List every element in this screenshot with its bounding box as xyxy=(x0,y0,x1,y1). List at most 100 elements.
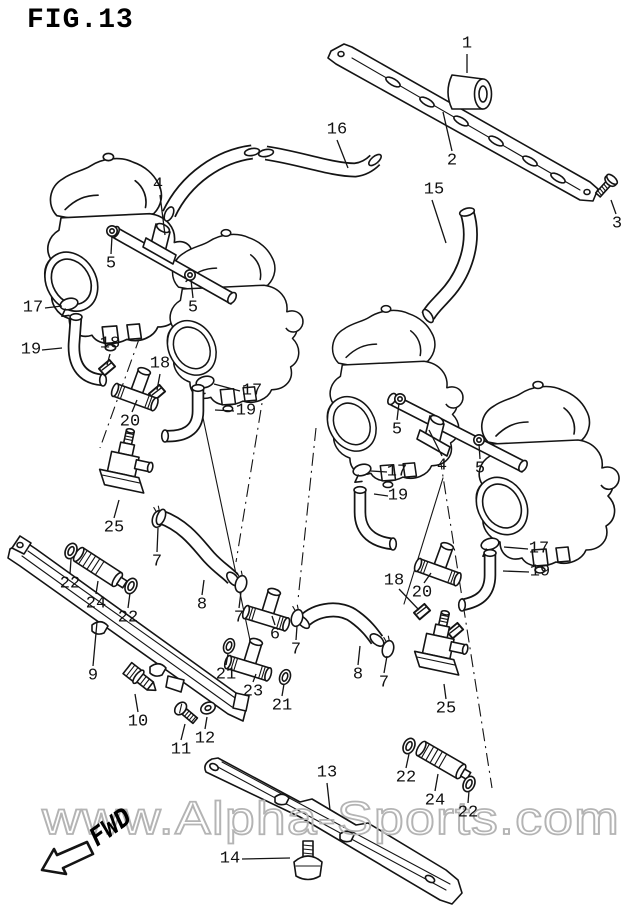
callout-leader-17 xyxy=(44,305,63,309)
drain-hose-19b xyxy=(160,383,205,443)
screw-11 xyxy=(173,701,199,725)
callout-leader-18 xyxy=(106,353,111,366)
callout-leader-7 xyxy=(238,591,242,609)
callout-leader-5 xyxy=(110,235,113,255)
callout-8: 8 xyxy=(197,596,207,615)
callout-leader-19 xyxy=(373,493,389,497)
mounting-bracket-top xyxy=(327,43,599,202)
callout-leader-2 xyxy=(442,111,453,152)
callout-1: 1 xyxy=(462,35,472,54)
callout-25: 25 xyxy=(104,519,124,538)
callout-leader-25 xyxy=(443,683,447,700)
callout-leader-13 xyxy=(326,782,331,811)
figure-title: FIG.13 xyxy=(27,5,134,36)
callout-16: 16 xyxy=(327,121,347,140)
rail-bracket-13 xyxy=(204,757,463,905)
callout-leader-17 xyxy=(213,383,241,392)
callout-18: 18 xyxy=(384,572,404,591)
callout-leader-24 xyxy=(95,580,99,595)
callout-22: 22 xyxy=(118,609,138,628)
callout-19: 19 xyxy=(21,341,41,360)
callout-leader-5 xyxy=(190,279,194,299)
callout-6: 6 xyxy=(270,626,280,645)
callout-17: 17 xyxy=(23,299,43,318)
tee-joint-20-right xyxy=(412,534,472,588)
callout-25: 25 xyxy=(436,700,456,719)
drain-bolt-10 xyxy=(122,661,157,692)
callout-leader-23 xyxy=(252,673,257,683)
carburetor-2 xyxy=(157,228,304,413)
callout-leader-22 xyxy=(69,558,72,575)
callout-leader-18 xyxy=(156,373,161,391)
screw-14 xyxy=(293,840,323,881)
callout-leader-7 xyxy=(156,527,159,553)
callout-17: 17 xyxy=(529,540,549,559)
callout-leader-21 xyxy=(225,653,229,666)
callout-17: 17 xyxy=(242,382,262,401)
callout-23: 23 xyxy=(243,683,263,702)
fuel-hose-8-left xyxy=(155,508,240,587)
callout-12: 12 xyxy=(195,730,215,749)
callout-14: 14 xyxy=(220,850,240,869)
screw-3 xyxy=(594,173,619,198)
callout-leader-3 xyxy=(610,199,617,215)
fuel-filter-24-right xyxy=(413,739,474,784)
callout-20: 20 xyxy=(412,584,432,603)
callout-leader-17 xyxy=(503,546,529,550)
callout-leader-10 xyxy=(134,693,139,713)
callout-leader-11 xyxy=(180,723,186,741)
callout-4: 4 xyxy=(437,457,447,476)
callout-8: 8 xyxy=(353,666,363,685)
fuel-joint-25-left xyxy=(95,423,161,495)
drain-hose-19a xyxy=(67,312,108,387)
rail-bracket-9 xyxy=(7,535,250,722)
washer-12 xyxy=(200,701,216,715)
o-ring-21 xyxy=(276,667,294,687)
callout-7: 7 xyxy=(152,553,162,572)
o-ring-21 xyxy=(220,636,238,656)
callout-15: 15 xyxy=(424,181,444,200)
callout-10: 10 xyxy=(128,713,148,732)
callout-leader-8 xyxy=(201,579,205,596)
callout-21: 21 xyxy=(216,666,236,685)
callout-5: 5 xyxy=(106,255,116,274)
bushing-1 xyxy=(447,74,493,110)
callout-leader-12 xyxy=(204,716,208,730)
callout-leader-7 xyxy=(295,625,298,641)
callout-7: 7 xyxy=(379,674,389,693)
callout-3: 3 xyxy=(612,215,622,234)
callout-leader-6 xyxy=(271,615,276,626)
callout-5: 5 xyxy=(188,299,198,318)
callout-7: 7 xyxy=(291,641,301,660)
watermark-text: www.Alpha-Sports.com xyxy=(41,792,620,844)
callout-19: 19 xyxy=(236,402,256,421)
tee-joint-6 xyxy=(240,581,299,633)
callout-5: 5 xyxy=(392,421,402,440)
drain-hose-19d xyxy=(457,548,497,612)
callout-leader-14 xyxy=(241,857,291,860)
callout-leader-20 xyxy=(131,399,138,413)
callout-18: 18 xyxy=(100,335,120,354)
callout-24: 24 xyxy=(86,595,106,614)
callout-leader-22 xyxy=(405,753,410,769)
callout-leader-7 xyxy=(383,655,388,674)
pipe-ring-5 xyxy=(106,225,118,237)
callout-17: 17 xyxy=(387,463,407,482)
fwd-arrow-icon xyxy=(40,840,95,876)
o-ring-22 xyxy=(399,735,419,757)
callout-22: 22 xyxy=(60,575,80,594)
callout-20: 20 xyxy=(120,413,140,432)
callout-leader-19 xyxy=(502,570,530,573)
callout-leader-24 xyxy=(434,773,439,792)
bracket-slot xyxy=(385,76,566,184)
callout-13: 13 xyxy=(317,764,337,783)
callout-19: 19 xyxy=(530,563,550,582)
callout-leader-19 xyxy=(214,409,235,412)
callout-leader-5 xyxy=(396,402,400,421)
pipe-ring-5 xyxy=(472,433,486,447)
callout-21: 21 xyxy=(272,697,292,716)
callout-leader-21 xyxy=(281,683,285,697)
callout-leader-25 xyxy=(113,499,120,519)
